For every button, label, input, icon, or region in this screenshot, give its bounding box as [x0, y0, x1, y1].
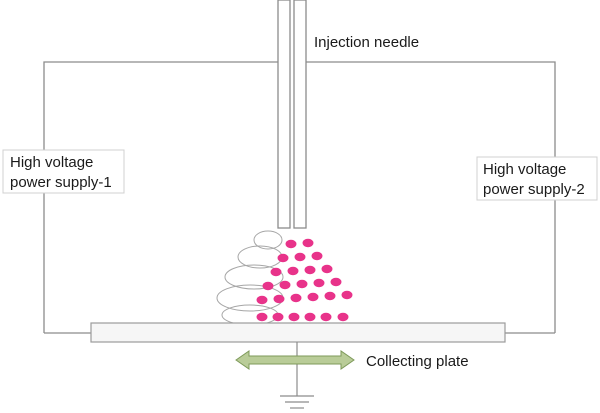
droplet [273, 294, 285, 304]
droplet [290, 293, 302, 303]
droplet [341, 290, 353, 300]
droplet [302, 238, 314, 248]
droplet [304, 265, 316, 275]
droplet [272, 312, 284, 322]
power-supply-2-line-1: High voltage [483, 161, 566, 178]
droplet [337, 312, 349, 322]
arrow-outline [235, 350, 355, 370]
power-supply-2-line-2: power supply-2 [483, 181, 585, 198]
droplet [285, 239, 297, 249]
droplet [296, 279, 308, 289]
injection-needle [277, 0, 307, 229]
collecting-plate-outline [90, 322, 506, 343]
droplet [320, 312, 332, 322]
droplet [321, 264, 333, 274]
droplet [294, 252, 306, 262]
double-headed-arrow-icon [236, 351, 354, 369]
collecting-plate [91, 323, 505, 342]
droplet [279, 280, 291, 290]
power-supply-2: High voltage power supply-2 [476, 156, 598, 201]
droplet [270, 267, 282, 277]
collecting-plate-label: Collecting plate [366, 353, 469, 370]
droplet [311, 251, 323, 261]
droplet [288, 312, 300, 322]
droplet [313, 278, 325, 288]
charged-droplets [256, 238, 353, 322]
circuit-wire [43, 61, 556, 333]
droplet [262, 281, 274, 291]
droplet [256, 295, 268, 305]
droplet [304, 312, 316, 322]
droplet [256, 312, 268, 322]
power-supply-1: High voltage power supply-1 [2, 149, 125, 194]
injection-needle-label: Injection needle [314, 34, 419, 51]
power-supply-1-line-1: High voltage [10, 154, 93, 171]
droplet [307, 292, 319, 302]
droplet [330, 277, 342, 287]
ground-symbol-icon [280, 342, 314, 409]
droplet [277, 253, 289, 263]
droplet [324, 291, 336, 301]
droplet [287, 266, 299, 276]
spiral-jet [216, 230, 284, 326]
power-supply-1-line-2: power supply-1 [10, 174, 112, 191]
